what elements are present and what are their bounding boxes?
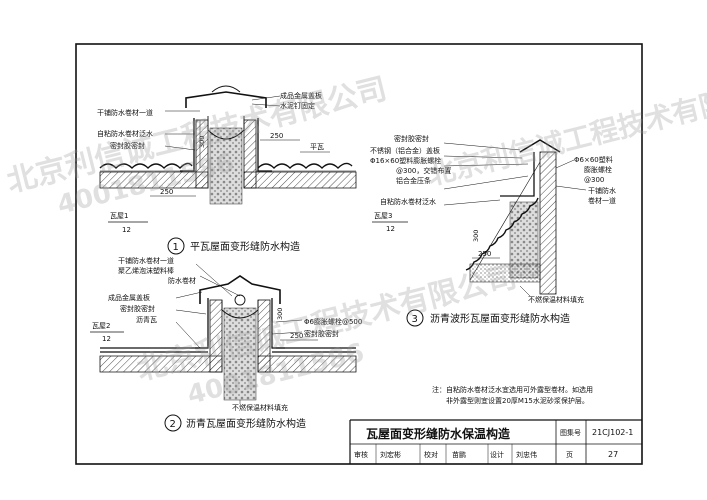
check-label: 校对 bbox=[424, 450, 438, 459]
detail1-number-circle bbox=[167, 237, 185, 255]
detail1-callout-flat-tile: 平瓦 bbox=[310, 143, 324, 151]
detail3-ref-page: 12 bbox=[386, 225, 395, 233]
detail2-ref-label: 瓦屋2 bbox=[92, 322, 110, 330]
detail2-callout-underlay: 干铺防水卷材一道 bbox=[118, 256, 174, 265]
detail3-callout-underlay-2: 卷材一道 bbox=[588, 196, 616, 205]
detail3-callout-plastic-bolt: Φ6×60塑料 bbox=[574, 155, 613, 164]
detail2-ref-page: 12 bbox=[102, 335, 111, 343]
page-label: 页 bbox=[566, 451, 573, 459]
page-no: 27 bbox=[608, 450, 618, 459]
detail2-metal-cover bbox=[199, 275, 281, 304]
detail1-tiles-right bbox=[257, 162, 353, 169]
title-block: 瓦屋面变形缝防水保温构造 图集号 21CJ102-1 页 27 审核 刘宏彬 校… bbox=[349, 419, 642, 464]
review-name: 刘宏彬 bbox=[380, 450, 401, 459]
detail3-ref-label: 瓦屋3 bbox=[374, 212, 392, 220]
detail3-wave-tiles bbox=[465, 197, 539, 271]
detail3-callout-spacing: @300 bbox=[584, 176, 604, 184]
detail3-callout-expansion: 膨胀螺栓 bbox=[584, 165, 612, 174]
detail-1: 成品金属盖板 水泥钉固定 干铺防水卷材一道 自粘防水卷材泛水 密封胶密封 300… bbox=[97, 85, 357, 255]
detail2-dim-250: 250 bbox=[290, 332, 303, 340]
detail1-upstand-right bbox=[243, 119, 257, 189]
detail2-callout-sealant-left: 密封胶密封 bbox=[120, 304, 155, 313]
design-name: 刘忠伟 bbox=[516, 450, 537, 459]
detail3-dim-250: 250 bbox=[478, 250, 491, 258]
detail1-ref-label: 瓦屋1 bbox=[110, 212, 128, 220]
detail2-callout-shingle: 沥青瓦 bbox=[136, 315, 157, 324]
detail2-number: 2 bbox=[170, 419, 176, 430]
review-label: 审核 bbox=[354, 450, 368, 459]
detail3-callout-cover: 不锈钢（铝合金）盖板 bbox=[370, 146, 440, 155]
detail2-dim-300: 300 bbox=[276, 308, 284, 320]
detail2-joint-insulation bbox=[223, 307, 257, 401]
design-label: 设计 bbox=[490, 450, 504, 459]
detail1-callout-underlay: 干铺防水卷材一道 bbox=[97, 108, 153, 117]
detail3-metal-cover bbox=[519, 139, 561, 153]
detail1-title: 平瓦屋面变形缝防水构造 bbox=[190, 240, 300, 253]
detail3-callout-insulation: 不燃保温材料填充 bbox=[528, 295, 584, 304]
detail1-metal-cover bbox=[185, 91, 267, 108]
detail3-callout-batten: 铝合金压条 bbox=[396, 176, 431, 185]
detail3-dim-300: 300 bbox=[472, 230, 480, 242]
atlas-no-label: 图集号 bbox=[560, 428, 581, 437]
detail2-callout-cover: 成品金属盖板 bbox=[108, 293, 150, 302]
detail1-slab-right bbox=[243, 171, 357, 189]
detail3-number: 3 bbox=[412, 314, 418, 325]
detail1-ref-page: 12 bbox=[122, 226, 131, 234]
note-line-1: 注：自粘防水卷材泛水宜选用可外露型卷材。如选用 bbox=[432, 385, 593, 394]
svg-text:北京利信诚工程技术有限公司: 北京利信诚工程技术有限公司 bbox=[424, 72, 707, 192]
detail2-callout-bolt: Φ6膨胀螺栓@500 bbox=[304, 317, 362, 326]
detail1-callout-cover: 成品金属盖板 bbox=[280, 91, 322, 100]
detail-3: 密封胶密封 不锈钢（铝合金）盖板 Φ16×60塑料膨胀螺栓 @300，交错布置 … bbox=[370, 134, 616, 327]
detail3-callout-underlay-1: 干铺防水 bbox=[588, 186, 616, 195]
detail1-tiles-left bbox=[99, 162, 193, 169]
detail3-wall bbox=[539, 151, 557, 295]
detail2-foam-rod bbox=[234, 294, 246, 306]
detail3-callout-sealant: 密封胶密封 bbox=[394, 134, 429, 143]
detail2-callout-foam-rod: 聚乙烯泡沫塑料棒 bbox=[118, 266, 174, 275]
detail-2: 干铺防水卷材一道 聚乙烯泡沫塑料棒 防水卷材 成品金属盖板 密封胶密封 沥青瓦 … bbox=[90, 256, 362, 432]
detail3-title: 沥青波形瓦屋面变形缝防水构造 bbox=[430, 312, 570, 325]
detail1-callout-flashing: 自粘防水卷材泛水 bbox=[97, 129, 153, 138]
detail1-joint-insulation bbox=[209, 127, 243, 205]
detail1-dim-250-right: 250 bbox=[270, 132, 283, 140]
detail3-callout-flashing: 自粘防水卷材泛水 bbox=[380, 197, 436, 206]
detail1-number: 1 bbox=[173, 242, 179, 253]
detail1-upstand-left bbox=[195, 119, 209, 189]
note-line-2: 非外露型则宜设置20厚M15水泥砂浆保护层。 bbox=[446, 396, 589, 405]
drawing-frame bbox=[75, 43, 643, 465]
detail2-callout-membrane: 防水卷材 bbox=[168, 276, 196, 285]
detail2-title: 沥青瓦屋面变形缝防水构造 bbox=[186, 417, 306, 430]
detail3-callout-bolt-spacing: @300，交错布置 bbox=[396, 166, 451, 175]
detail2-callout-sealant-right: 密封胶密封 bbox=[304, 329, 339, 338]
detail1-dim-300: 300 bbox=[198, 136, 206, 148]
atlas-no: 21CJ102-1 bbox=[592, 428, 633, 437]
detail1-dim-250-bottom: 250 bbox=[160, 188, 173, 196]
detail2-callout-insulation: 不燃保温材料填充 bbox=[232, 403, 288, 412]
detail1-callout-nail: 水泥钉固定 bbox=[280, 101, 315, 110]
detail3-callout-bolt: Φ16×60塑料膨胀螺栓 bbox=[370, 156, 441, 165]
detail1-callout-sealant: 密封胶密封 bbox=[110, 141, 145, 150]
check-name: 苗鹏 bbox=[452, 450, 466, 459]
detail2-number-circle bbox=[164, 414, 182, 432]
detail3-number-circle bbox=[406, 309, 424, 327]
sheet-title: 瓦屋面变形缝防水保温构造 bbox=[366, 426, 511, 441]
